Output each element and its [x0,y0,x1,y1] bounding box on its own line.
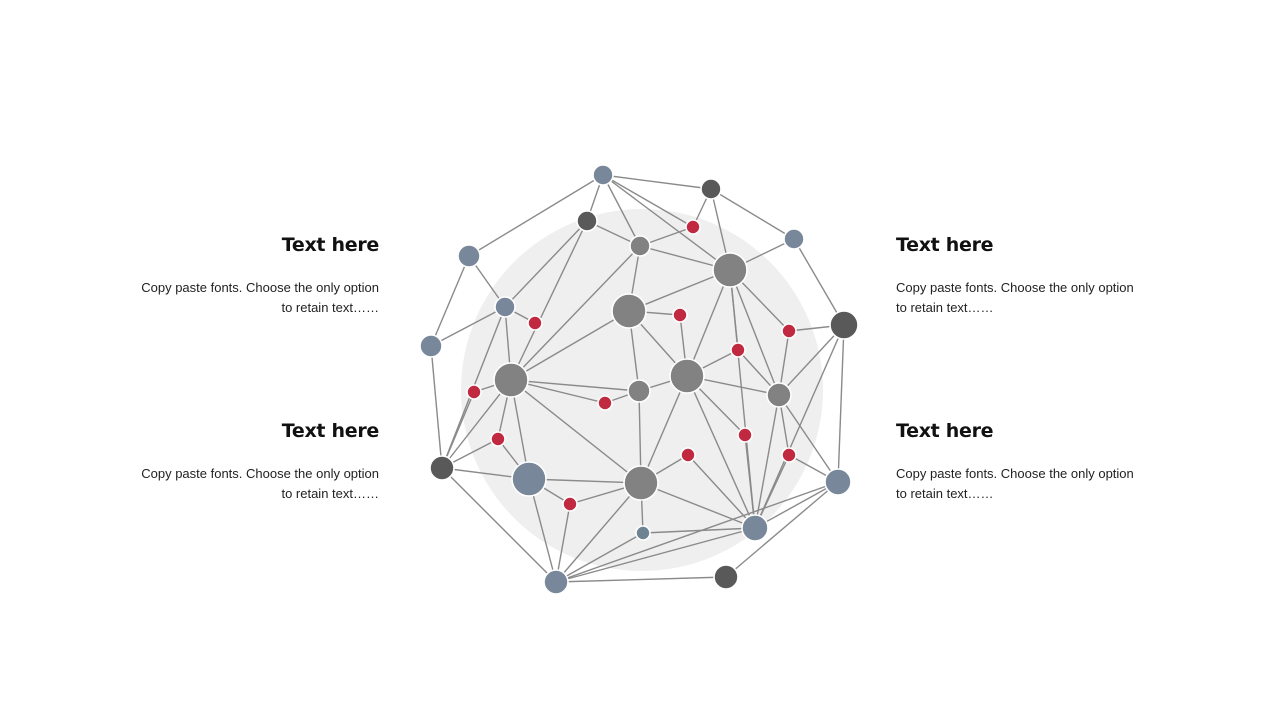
network-edge [430,255,470,347]
network-node-accent [730,342,746,358]
network-node-accent [490,431,506,447]
block-title: Text here [281,234,380,256]
network-node-accent [466,384,482,400]
network-node-accent [781,447,797,463]
network-node [713,564,739,590]
network-edge [710,188,795,240]
network-node [824,468,852,496]
network-node-accent [597,395,613,411]
network-edge [430,345,443,469]
network-node [741,514,769,542]
network-edge [510,310,630,381]
block-body: Copy paste fonts. Choose the only option… [141,280,379,315]
network-node [494,296,516,318]
network-edge [510,245,641,381]
network-edge [430,306,506,347]
network-node-accent [562,496,578,512]
network-edge [504,220,588,308]
network-edge [793,238,845,326]
network-edge [602,174,731,271]
network-edge [602,174,641,247]
block-title: Text here [281,420,380,442]
network-edge [778,324,845,396]
network-node [543,569,569,595]
network-edge [754,324,845,529]
network-edge [837,324,845,483]
network-node-accent [680,447,696,463]
network-node-accent [527,315,543,331]
block-body: Copy paste fonts. Choose the only option… [896,466,1134,501]
network-node [700,178,722,200]
network-node [635,525,651,541]
network-node [712,252,748,288]
network-edge [642,527,756,534]
network-edge [555,481,839,583]
text-block-top-right: Text here Copy paste fonts. Choose the o… [896,234,1136,318]
network-node [576,210,598,232]
network-node-accent [781,323,797,339]
network-node [766,382,792,408]
network-node [627,379,651,403]
network-node [611,293,647,329]
network-edge [468,174,604,257]
network-edge [628,269,731,312]
network-node [669,358,705,394]
network-edge [555,532,644,583]
network-node [511,461,547,497]
block-body: Copy paste fonts. Choose the only option… [141,466,379,501]
network-edge [725,481,839,578]
nodes-layer [419,164,859,595]
network-edge [555,527,756,583]
network-node-accent [685,219,701,235]
network-edge [754,481,839,529]
network-edge [510,220,588,381]
block-title: Text here [896,420,994,442]
network-node [419,334,443,358]
network-edge [441,379,512,469]
network-node [429,455,455,481]
network-node [457,244,481,268]
text-block-top-left: Text here Copy paste fonts. Choose the o… [139,234,379,318]
network-node [493,362,529,398]
network-node [623,465,659,501]
network-edge [510,379,640,392]
text-block-bottom-right: Text here Copy paste fonts. Choose the o… [896,420,1136,504]
network-edge [555,503,571,583]
block-body: Copy paste fonts. Choose the only option… [896,280,1134,315]
network-edge [778,394,839,483]
network-node [829,310,859,340]
network-edge [640,375,688,484]
network-node-accent [737,427,753,443]
network-edge [510,379,642,484]
network-edge [640,482,756,529]
network-edge [686,375,756,529]
network-edge [555,576,727,583]
network-edge [686,269,731,377]
text-block-bottom-left: Text here Copy paste fonts. Choose the o… [139,420,379,504]
network-edge [555,482,642,583]
network-node [629,235,651,257]
network-edge [528,478,642,484]
network-node [592,164,614,186]
network-node-accent [672,307,688,323]
network-edge [441,391,475,469]
network-edge [602,174,694,228]
network-edge [754,394,780,529]
block-title: Text here [896,234,994,256]
network-edge [441,467,557,583]
network-edge [602,174,712,190]
network-edge [729,269,780,396]
network-node [783,228,805,250]
